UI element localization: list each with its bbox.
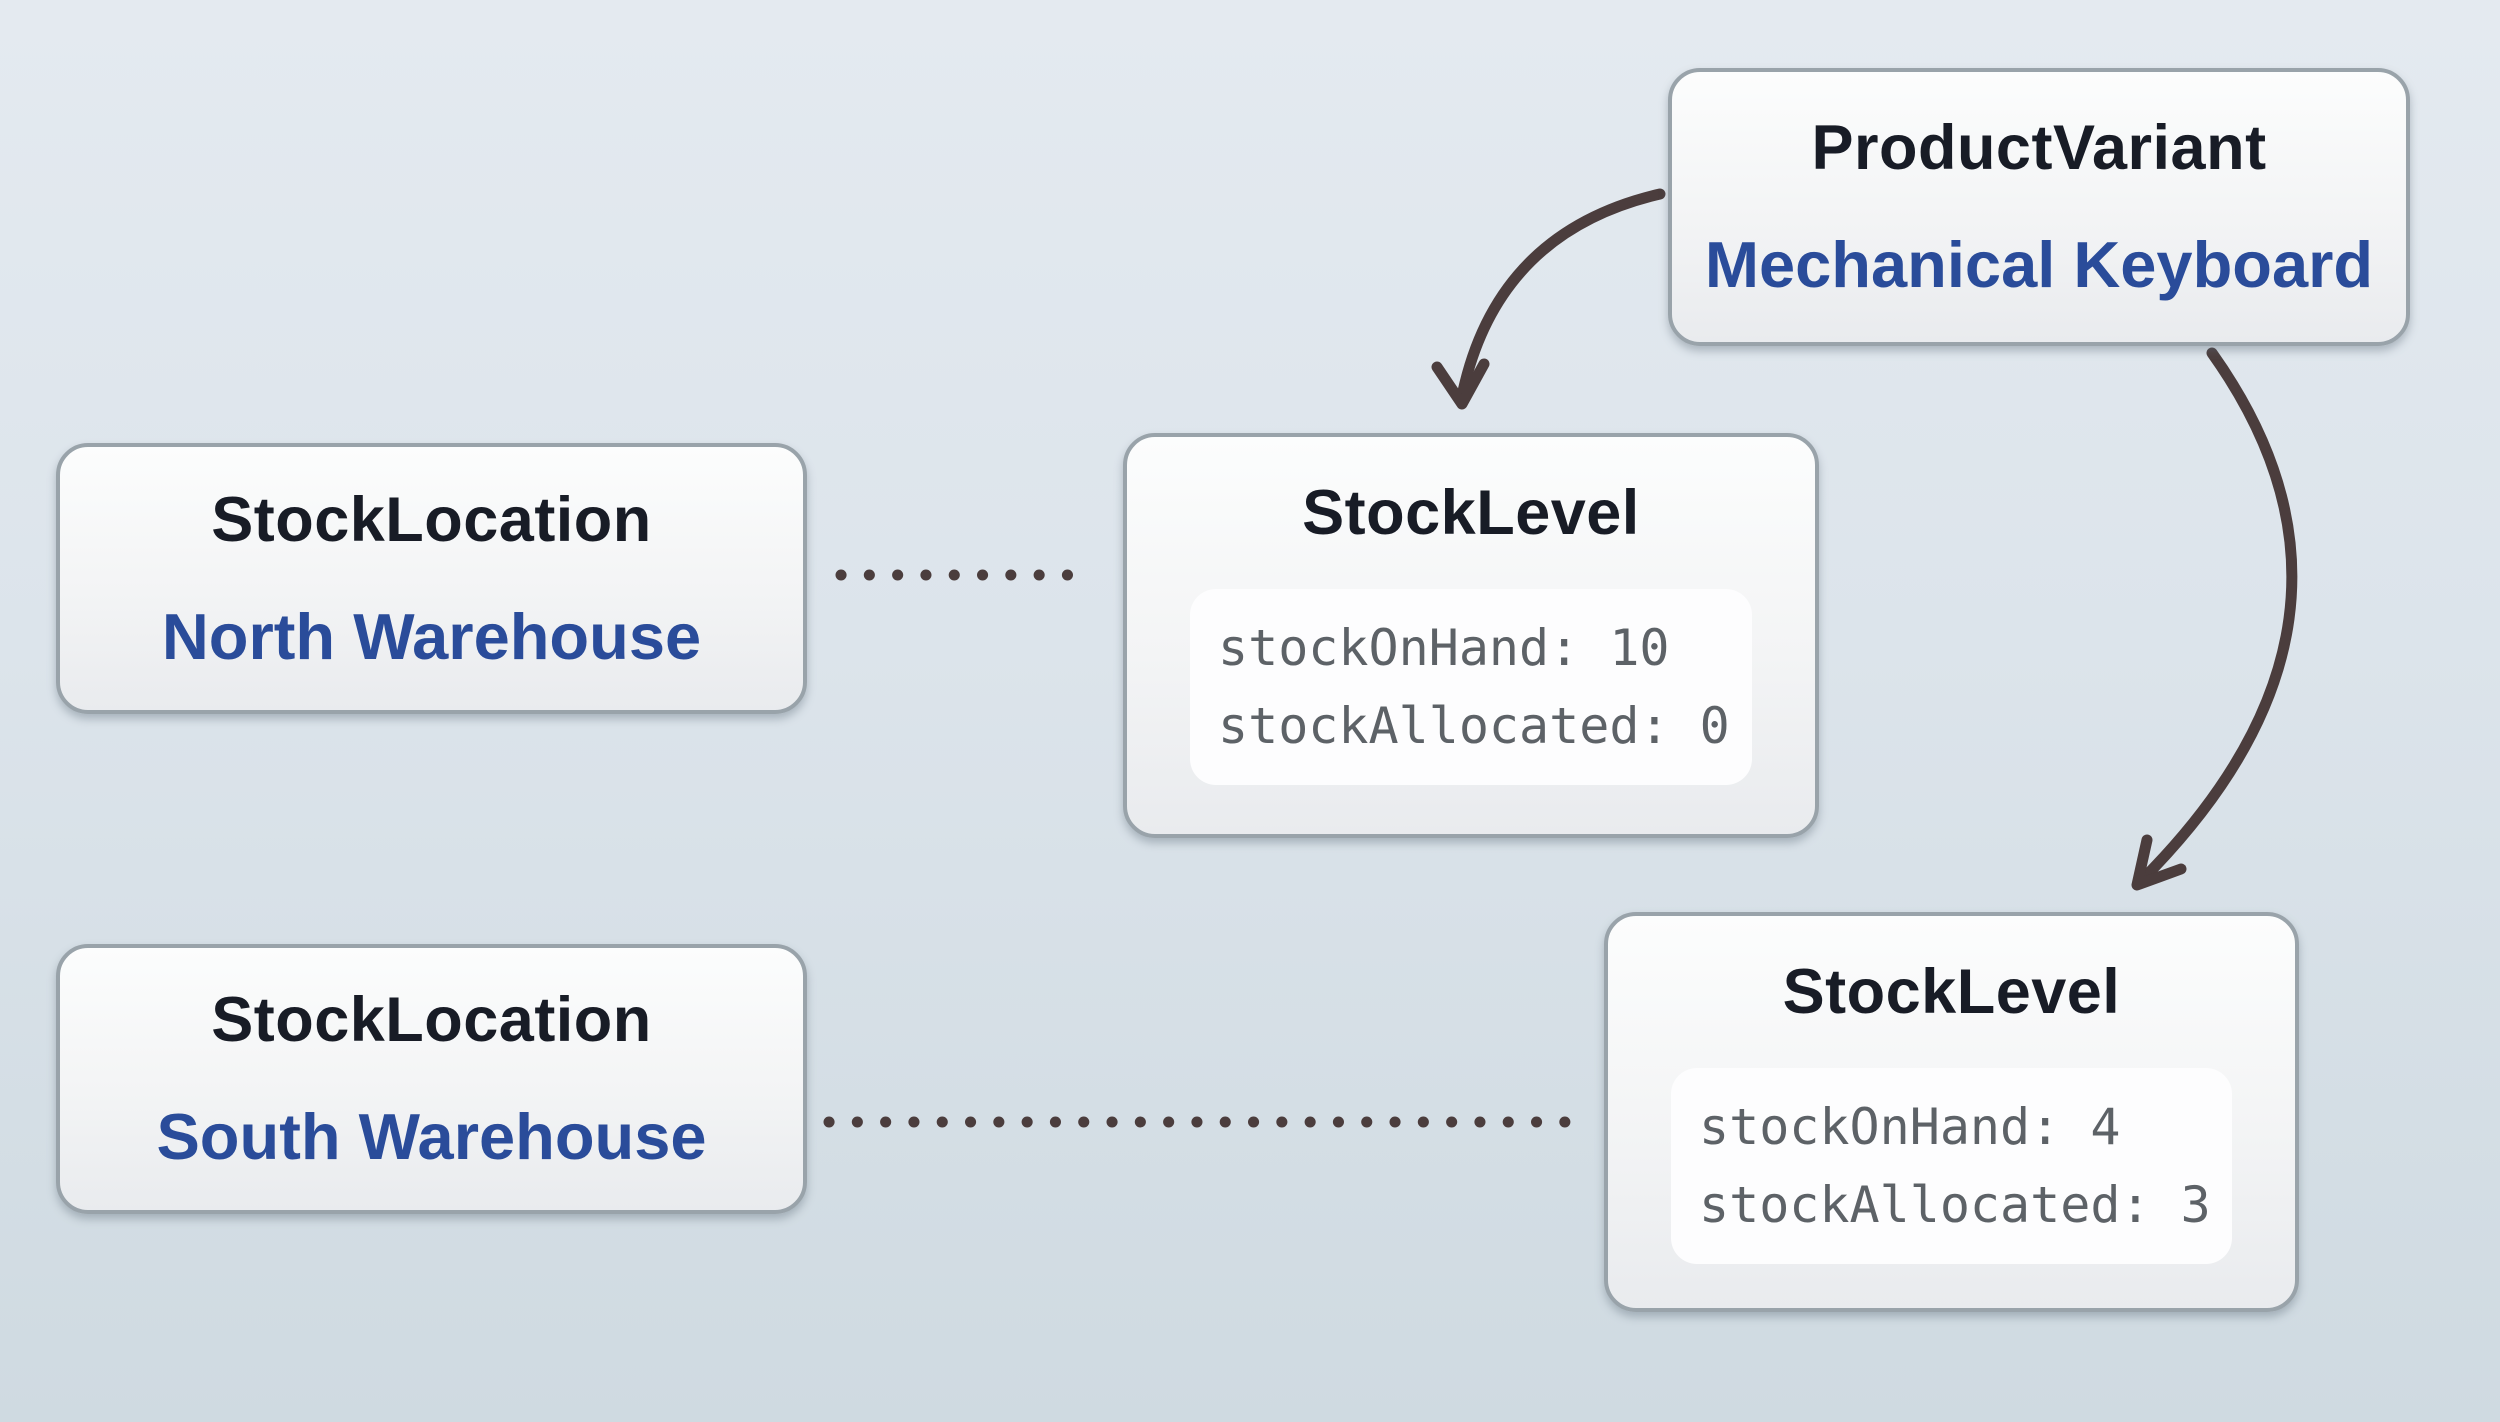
entity-type-label: StockLevel <box>1302 478 1640 548</box>
arrow-head-south-icon <box>2131 834 2187 891</box>
field-stock-on-hand: stockOnHand: 10 <box>1218 619 1670 677</box>
node-stock-location-south: StockLocation South Warehouse <box>56 944 807 1214</box>
node-stock-level-south: StockLevel stockOnHand: 4 stockAllocated… <box>1604 912 2299 1312</box>
arrow-productvariant-to-stocklevel-south <box>2134 347 2298 888</box>
field-stock-allocated: stockAllocated: 0 <box>1218 697 1730 755</box>
entity-name-label: North Warehouse <box>161 599 702 673</box>
entity-type-label: StockLocation <box>211 484 652 555</box>
entity-type-label: StockLevel <box>1782 957 2121 1027</box>
code-panel: stockOnHand: 4 stockAllocated: 3 <box>1671 1068 2232 1264</box>
node-stock-level-north: StockLevel stockOnHand: 10 stockAllocate… <box>1123 433 1819 838</box>
entity-name-label: South Warehouse <box>156 1100 707 1173</box>
node-stock-location-north: StockLocation North Warehouse <box>56 443 807 714</box>
entity-type-label: ProductVariant <box>1811 113 2267 183</box>
arrow-head-north-icon <box>1431 358 1490 410</box>
field-stock-allocated: stockAllocated: 3 <box>1699 1176 2211 1234</box>
field-stock-on-hand: stockOnHand: 4 <box>1699 1098 2121 1156</box>
code-panel: stockOnHand: 10 stockAllocated: 0 <box>1190 589 1752 785</box>
entity-type-label: StockLocation <box>211 985 652 1055</box>
node-product-variant: ProductVariant Mechanical Keyboard <box>1668 68 2410 346</box>
entity-name-label: Mechanical Keyboard <box>1704 228 2374 301</box>
arrow-productvariant-to-stocklevel-north <box>1456 188 1666 402</box>
